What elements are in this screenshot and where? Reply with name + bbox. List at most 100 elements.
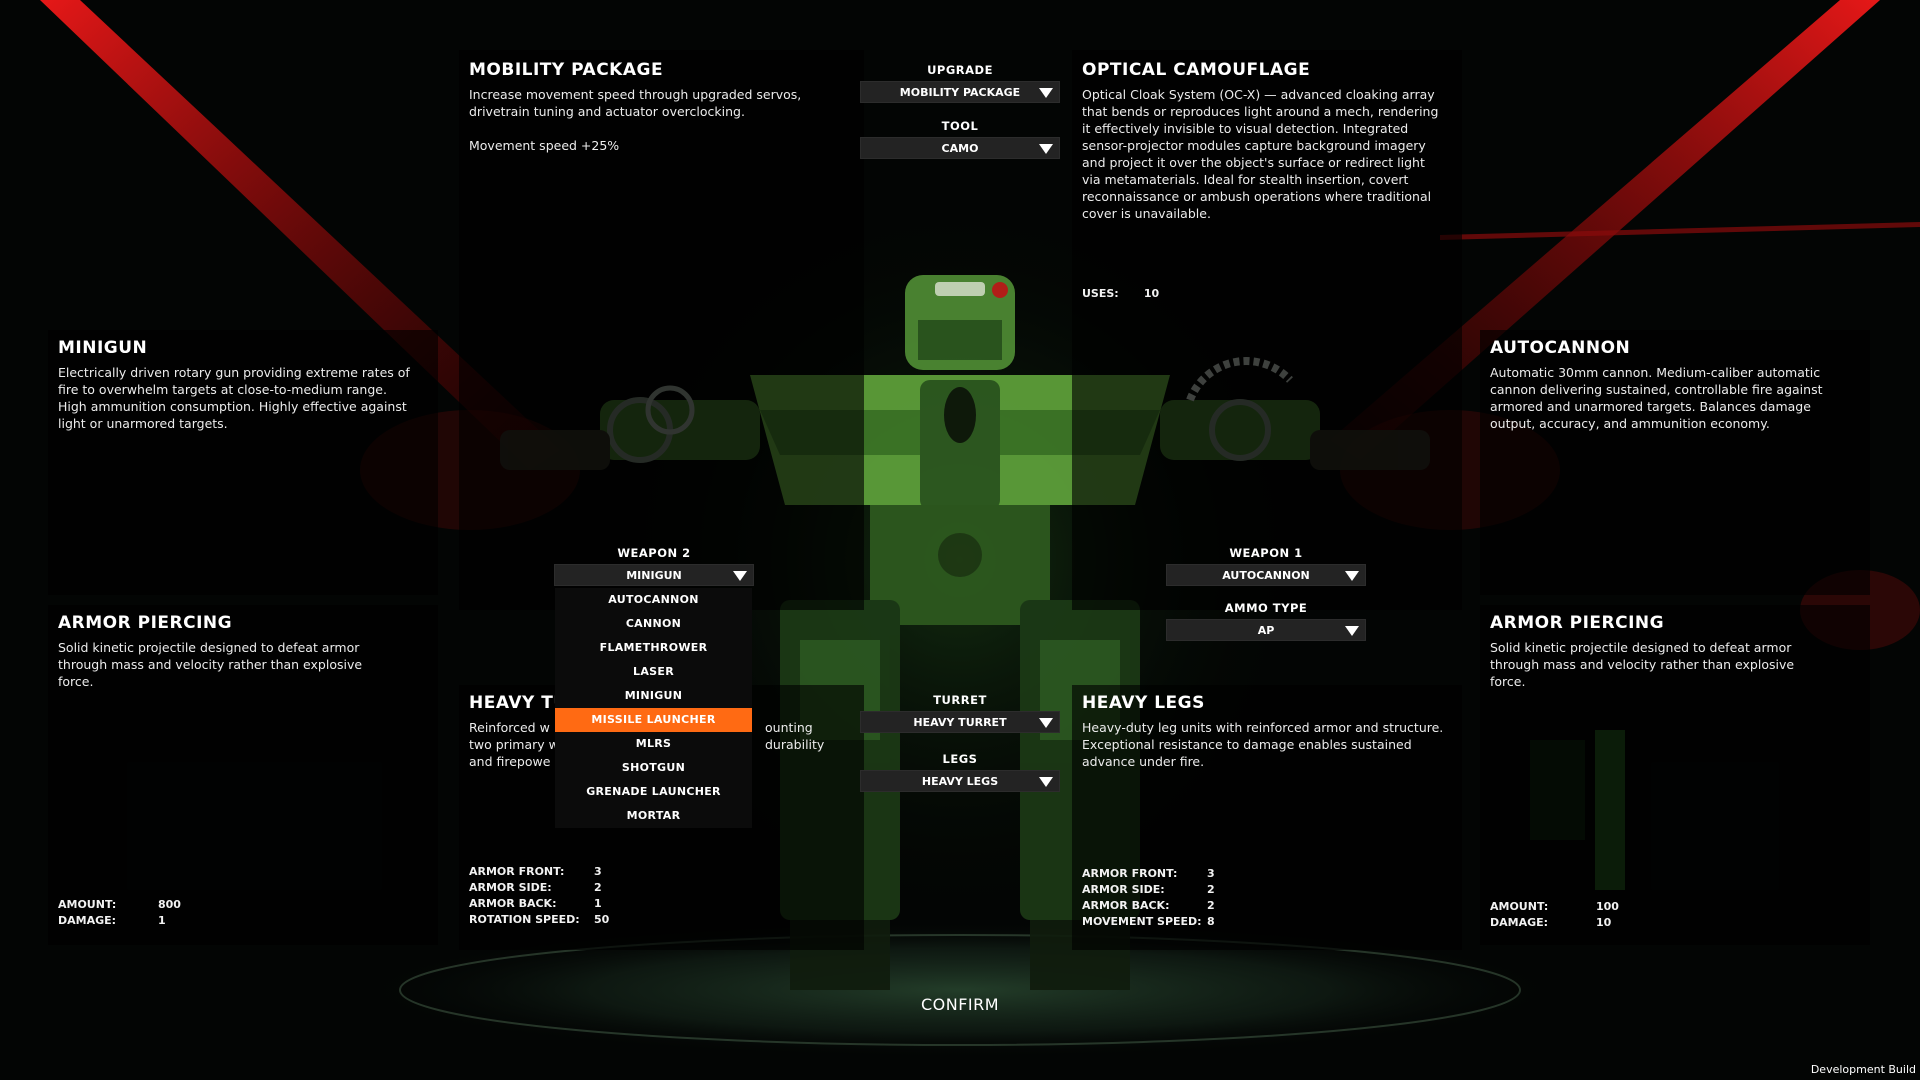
weapon2-option[interactable]: SHOTGUN	[621, 761, 686, 774]
legs-info-panel: HEAVY LEGS Heavy-duty leg units with rei…	[1072, 685, 1462, 950]
weapon2-label: WEAPON 2	[617, 546, 691, 560]
armor-front-value: 3	[1207, 867, 1215, 880]
armor-side-value: 2	[1207, 883, 1215, 896]
armor-side-value: 2	[594, 881, 602, 894]
turret-stats: ARMOR FRONT:3 ARMOR SIDE:2 ARMOR BACK:1 …	[469, 864, 609, 928]
armor-back-value: 2	[1207, 899, 1215, 912]
armor-back-value: 1	[594, 897, 602, 910]
turret-desc-line2: two primary w	[469, 737, 559, 752]
movement-speed-value: 8	[1207, 915, 1215, 928]
upgrade-label: UPGRADE	[927, 63, 993, 77]
upgrade-info-panel: MOBILITY PACKAGE Increase movement speed…	[459, 50, 864, 610]
legs-selected: HEAVY LEGS	[921, 775, 999, 788]
turret-desc-line2-tail: durability	[765, 737, 825, 752]
armor-side-label: ARMOR SIDE:	[469, 881, 552, 894]
tool-description: Optical Cloak System (OC-X) — advanced c…	[1082, 87, 1439, 221]
weapon1-selected: AUTOCANNON	[1222, 569, 1310, 582]
turret-selected: HEAVY TURRET	[913, 716, 1007, 729]
uses-value: 10	[1143, 287, 1160, 300]
tool-title: OPTICAL CAMOUFLAGE	[1082, 60, 1311, 80]
ammo-type-dropdown[interactable]: AP	[1166, 619, 1366, 641]
tool-selected: CAMO	[941, 142, 979, 155]
legs-title: HEAVY LEGS	[1082, 693, 1205, 713]
armor-back-label: ARMOR BACK:	[469, 897, 557, 910]
chevron-down-icon	[1039, 144, 1053, 154]
chevron-down-icon	[1039, 718, 1053, 728]
weapon1-ammo-description: Solid kinetic projectile designed to def…	[1490, 640, 1795, 689]
armor-back-label: ARMOR BACK:	[1082, 899, 1170, 912]
upgrade-selected: MOBILITY PACKAGE	[899, 86, 1021, 99]
armor-front-label: ARMOR FRONT:	[1082, 867, 1178, 880]
weapon2-description: Electrically driven rotary gun providing…	[58, 365, 410, 431]
chevron-down-icon	[1039, 88, 1053, 98]
weapon2-ammo-title: ARMOR PIERCING	[58, 613, 233, 633]
turret-desc-line1: Reinforced w	[469, 720, 550, 735]
armor-side-label: ARMOR SIDE:	[1082, 883, 1165, 896]
damage-value: 10	[1596, 916, 1612, 929]
weapon1-info-panel: AUTOCANNON Automatic 30mm cannon. Medium…	[1480, 330, 1870, 595]
damage-label: DAMAGE:	[58, 914, 117, 927]
chevron-down-icon	[733, 571, 747, 581]
weapon2-option-highlighted[interactable]: MISSILE LAUNCHER	[555, 708, 752, 732]
weapon2-ammo-panel: ARMOR PIERCING Solid kinetic projectile …	[48, 605, 438, 945]
upgrade-effect: Movement speed +25%	[469, 138, 620, 153]
rotation-speed-label: ROTATION SPEED:	[469, 913, 580, 926]
weapon2-option[interactable]: GRENADE LAUNCHER	[586, 785, 721, 798]
weapon1-ammo-panel: ARMOR PIERCING Solid kinetic projectile …	[1480, 605, 1870, 945]
weapon2-option[interactable]: MINIGUN	[624, 689, 683, 702]
amount-label: AMOUNT:	[1490, 900, 1549, 913]
weapon1-ammo-stats: AMOUNT: 100 DAMAGE: 10	[1490, 899, 1619, 931]
weapon2-option[interactable]: AUTOCANNON	[608, 593, 699, 606]
weapon2-option[interactable]: MORTAR	[626, 809, 681, 822]
legs-stats: ARMOR FRONT:3 ARMOR SIDE:2 ARMOR BACK:2 …	[1082, 866, 1215, 930]
tool-info-panel: OPTICAL CAMOUFLAGE Optical Cloak System …	[1072, 50, 1462, 610]
turret-label: TURRET	[933, 693, 987, 707]
weapon1-description: Automatic 30mm cannon. Medium-caliber au…	[1490, 365, 1823, 431]
upgrade-description: Increase movement speed through upgraded…	[469, 87, 802, 119]
turret-desc-line3: and firepowe	[469, 754, 551, 769]
ammo-type-label: AMMO TYPE	[1224, 601, 1308, 615]
chevron-down-icon	[1039, 777, 1053, 787]
legs-description: Heavy-duty leg units with reinforced arm…	[1082, 720, 1444, 769]
movement-speed-label: MOVEMENT SPEED:	[1082, 915, 1202, 928]
armor-front-value: 3	[594, 865, 602, 878]
weapon1-dropdown[interactable]: AUTOCANNON	[1166, 564, 1366, 586]
weapon1-ammo-title: ARMOR PIERCING	[1490, 613, 1665, 633]
weapon2-options-list: AUTOCANNON CANNON FLAMETHROWER LASER MIN…	[555, 588, 752, 828]
legs-label: LEGS	[942, 752, 978, 766]
weapon2-ammo-description: Solid kinetic projectile designed to def…	[58, 640, 363, 689]
weapon2-info-panel: MINIGUN Electrically driven rotary gun p…	[48, 330, 438, 595]
armor-front-label: ARMOR FRONT:	[469, 865, 565, 878]
ammo-type-selected: AP	[1257, 624, 1275, 637]
upgrade-dropdown[interactable]: MOBILITY PACKAGE	[860, 81, 1060, 103]
rotation-speed-value: 50	[594, 913, 610, 926]
weapon1-label: WEAPON 1	[1229, 546, 1303, 560]
chevron-down-icon	[1345, 626, 1359, 636]
uses-label: USES:	[1082, 287, 1119, 300]
weapon2-selected: MINIGUN	[626, 569, 682, 582]
amount-value: 800	[158, 898, 181, 911]
legs-dropdown[interactable]: HEAVY LEGS	[860, 770, 1060, 792]
confirm-button[interactable]: CONFIRM	[920, 995, 1000, 1014]
weapon1-title: AUTOCANNON	[1490, 338, 1631, 358]
chevron-down-icon	[1345, 571, 1359, 581]
upgrade-title: MOBILITY PACKAGE	[469, 60, 664, 80]
turret-dropdown[interactable]: HEAVY TURRET	[860, 711, 1060, 733]
weapon2-ammo-stats: AMOUNT: 800 DAMAGE: 1	[58, 897, 181, 929]
damage-label: DAMAGE:	[1490, 916, 1549, 929]
weapon2-dropdown[interactable]: MINIGUN	[554, 564, 754, 586]
turret-desc-line1-tail: ounting	[765, 720, 813, 735]
weapon2-option[interactable]: LASER	[633, 665, 674, 678]
damage-value: 1	[158, 914, 166, 927]
tool-dropdown[interactable]: CAMO	[860, 137, 1060, 159]
amount-label: AMOUNT:	[58, 898, 117, 911]
weapon2-option[interactable]: CANNON	[625, 617, 682, 630]
development-build-label: Development Build	[1810, 1063, 1916, 1076]
tool-uses: USES: 10	[1082, 286, 1159, 302]
weapon2-title: MINIGUN	[58, 338, 148, 358]
amount-value: 100	[1596, 900, 1619, 913]
turret-title: HEAVY TU	[469, 693, 568, 713]
weapon2-option[interactable]: FLAMETHROWER	[599, 641, 708, 654]
tool-label: TOOL	[941, 119, 979, 133]
weapon2-option[interactable]: MLRS	[635, 737, 672, 750]
